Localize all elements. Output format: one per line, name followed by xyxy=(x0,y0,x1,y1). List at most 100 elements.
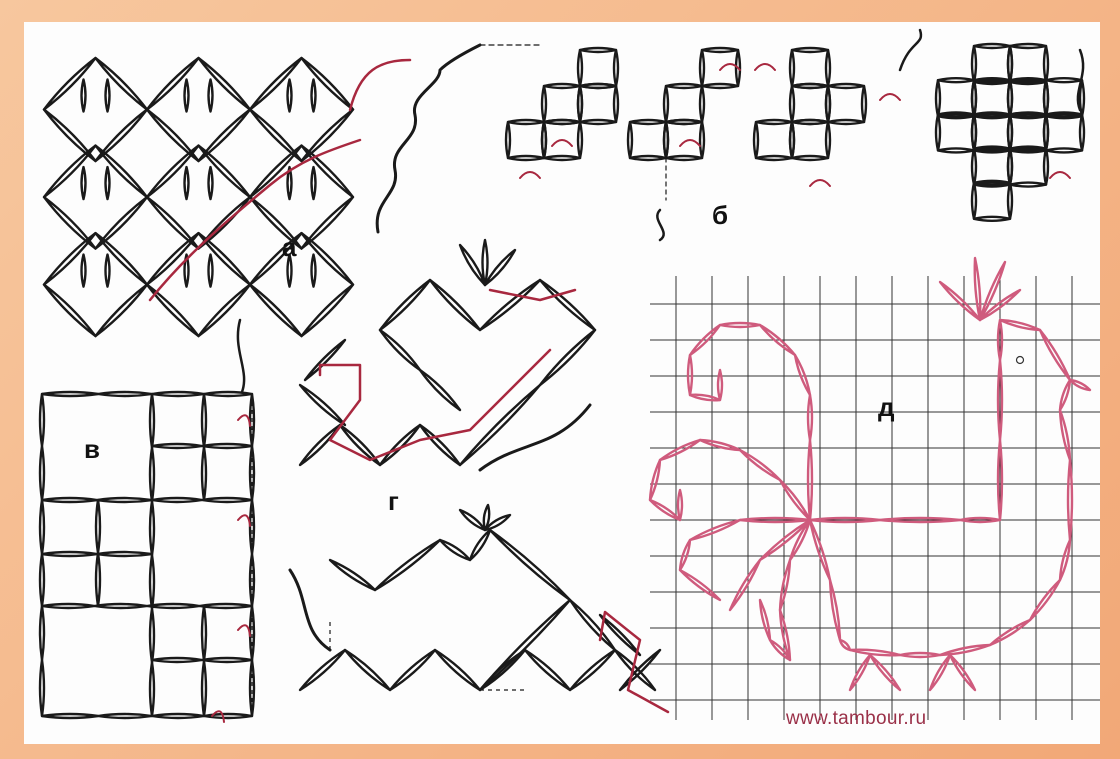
stitch xyxy=(147,58,199,110)
stitch xyxy=(1010,183,1046,187)
thread-red xyxy=(810,180,830,186)
stitch xyxy=(460,245,485,285)
stitch xyxy=(1046,78,1082,82)
stitch xyxy=(506,122,510,158)
stitch xyxy=(678,490,682,520)
stitch xyxy=(460,385,540,465)
stitch xyxy=(312,255,316,287)
stitch xyxy=(152,392,204,396)
stitch xyxy=(150,394,154,448)
stitch xyxy=(525,650,570,690)
stitch xyxy=(700,86,704,122)
stitch xyxy=(209,255,213,287)
stitch xyxy=(938,148,974,152)
stitch xyxy=(147,197,199,249)
stitch xyxy=(938,78,974,82)
stitch xyxy=(202,606,206,661)
stitch xyxy=(628,122,632,158)
stitch xyxy=(1000,320,1040,330)
stitch xyxy=(42,498,97,502)
stitch xyxy=(1044,80,1048,116)
thread-end xyxy=(900,30,921,70)
stitch xyxy=(42,552,97,556)
stitch xyxy=(630,156,666,160)
stitch xyxy=(96,285,148,337)
pattern-b-square-steps xyxy=(377,30,1084,240)
thread-red xyxy=(552,140,572,146)
stitch xyxy=(542,122,546,158)
stitch xyxy=(972,149,976,185)
stitch xyxy=(96,553,100,606)
stitch xyxy=(936,114,940,150)
stitch xyxy=(1040,330,1070,380)
stitch xyxy=(82,80,86,112)
stitch xyxy=(578,86,582,122)
stitch xyxy=(96,500,100,553)
stitch xyxy=(580,48,616,52)
stitch xyxy=(106,80,110,112)
thread-red xyxy=(880,94,900,100)
stitch xyxy=(1070,380,1090,390)
stitch xyxy=(1030,580,1060,620)
stitch xyxy=(200,604,253,608)
stitch xyxy=(300,425,340,465)
stitch xyxy=(664,86,668,122)
stitch xyxy=(950,655,975,690)
stitch xyxy=(792,156,828,160)
stitch xyxy=(375,540,440,590)
stitch xyxy=(202,498,252,502)
thread-red xyxy=(238,415,250,426)
stitch xyxy=(152,714,204,718)
stitch xyxy=(420,370,460,410)
stitch xyxy=(430,280,480,330)
stitch xyxy=(826,50,830,86)
stitch xyxy=(540,330,595,385)
stitch xyxy=(808,440,812,520)
thread-end xyxy=(480,405,590,470)
stitch xyxy=(40,554,44,606)
stitch xyxy=(42,714,98,718)
pattern-g-zigzag-motif xyxy=(290,240,668,712)
stitch xyxy=(82,255,86,287)
stitch xyxy=(850,655,870,690)
stitch xyxy=(972,80,976,116)
stitch xyxy=(470,530,490,560)
thread-end xyxy=(657,210,663,240)
stitch xyxy=(1046,148,1082,152)
stitch xyxy=(420,425,460,465)
stitch xyxy=(1008,80,1012,116)
stitch xyxy=(972,114,976,150)
stitch xyxy=(795,355,810,395)
rooster-eye xyxy=(1017,357,1024,364)
stitch xyxy=(202,447,206,500)
stitch xyxy=(40,660,44,716)
stitch xyxy=(250,58,302,110)
stitch xyxy=(1010,44,1046,48)
stitch xyxy=(614,86,618,122)
stitch xyxy=(1008,46,1012,82)
stitch xyxy=(900,653,940,657)
stitch xyxy=(660,440,700,460)
stitch xyxy=(209,167,213,199)
stitch xyxy=(150,501,154,555)
stitch xyxy=(790,122,794,158)
stitch xyxy=(302,197,354,249)
stitch xyxy=(312,167,316,199)
stitch xyxy=(480,280,540,330)
stitch xyxy=(440,540,470,560)
stitch xyxy=(40,500,44,554)
stitch xyxy=(690,520,740,540)
stitch xyxy=(147,233,199,285)
stitch xyxy=(380,330,420,370)
stitch xyxy=(44,110,96,162)
label-a: а xyxy=(282,234,296,260)
stitch xyxy=(570,650,615,690)
stitch xyxy=(974,44,1010,48)
thread-red xyxy=(755,64,775,70)
wavy-thread xyxy=(377,45,480,232)
stitch xyxy=(380,280,430,330)
stitch xyxy=(730,560,760,610)
stitch xyxy=(690,395,720,401)
stitch xyxy=(152,658,202,662)
stitch xyxy=(42,604,95,608)
